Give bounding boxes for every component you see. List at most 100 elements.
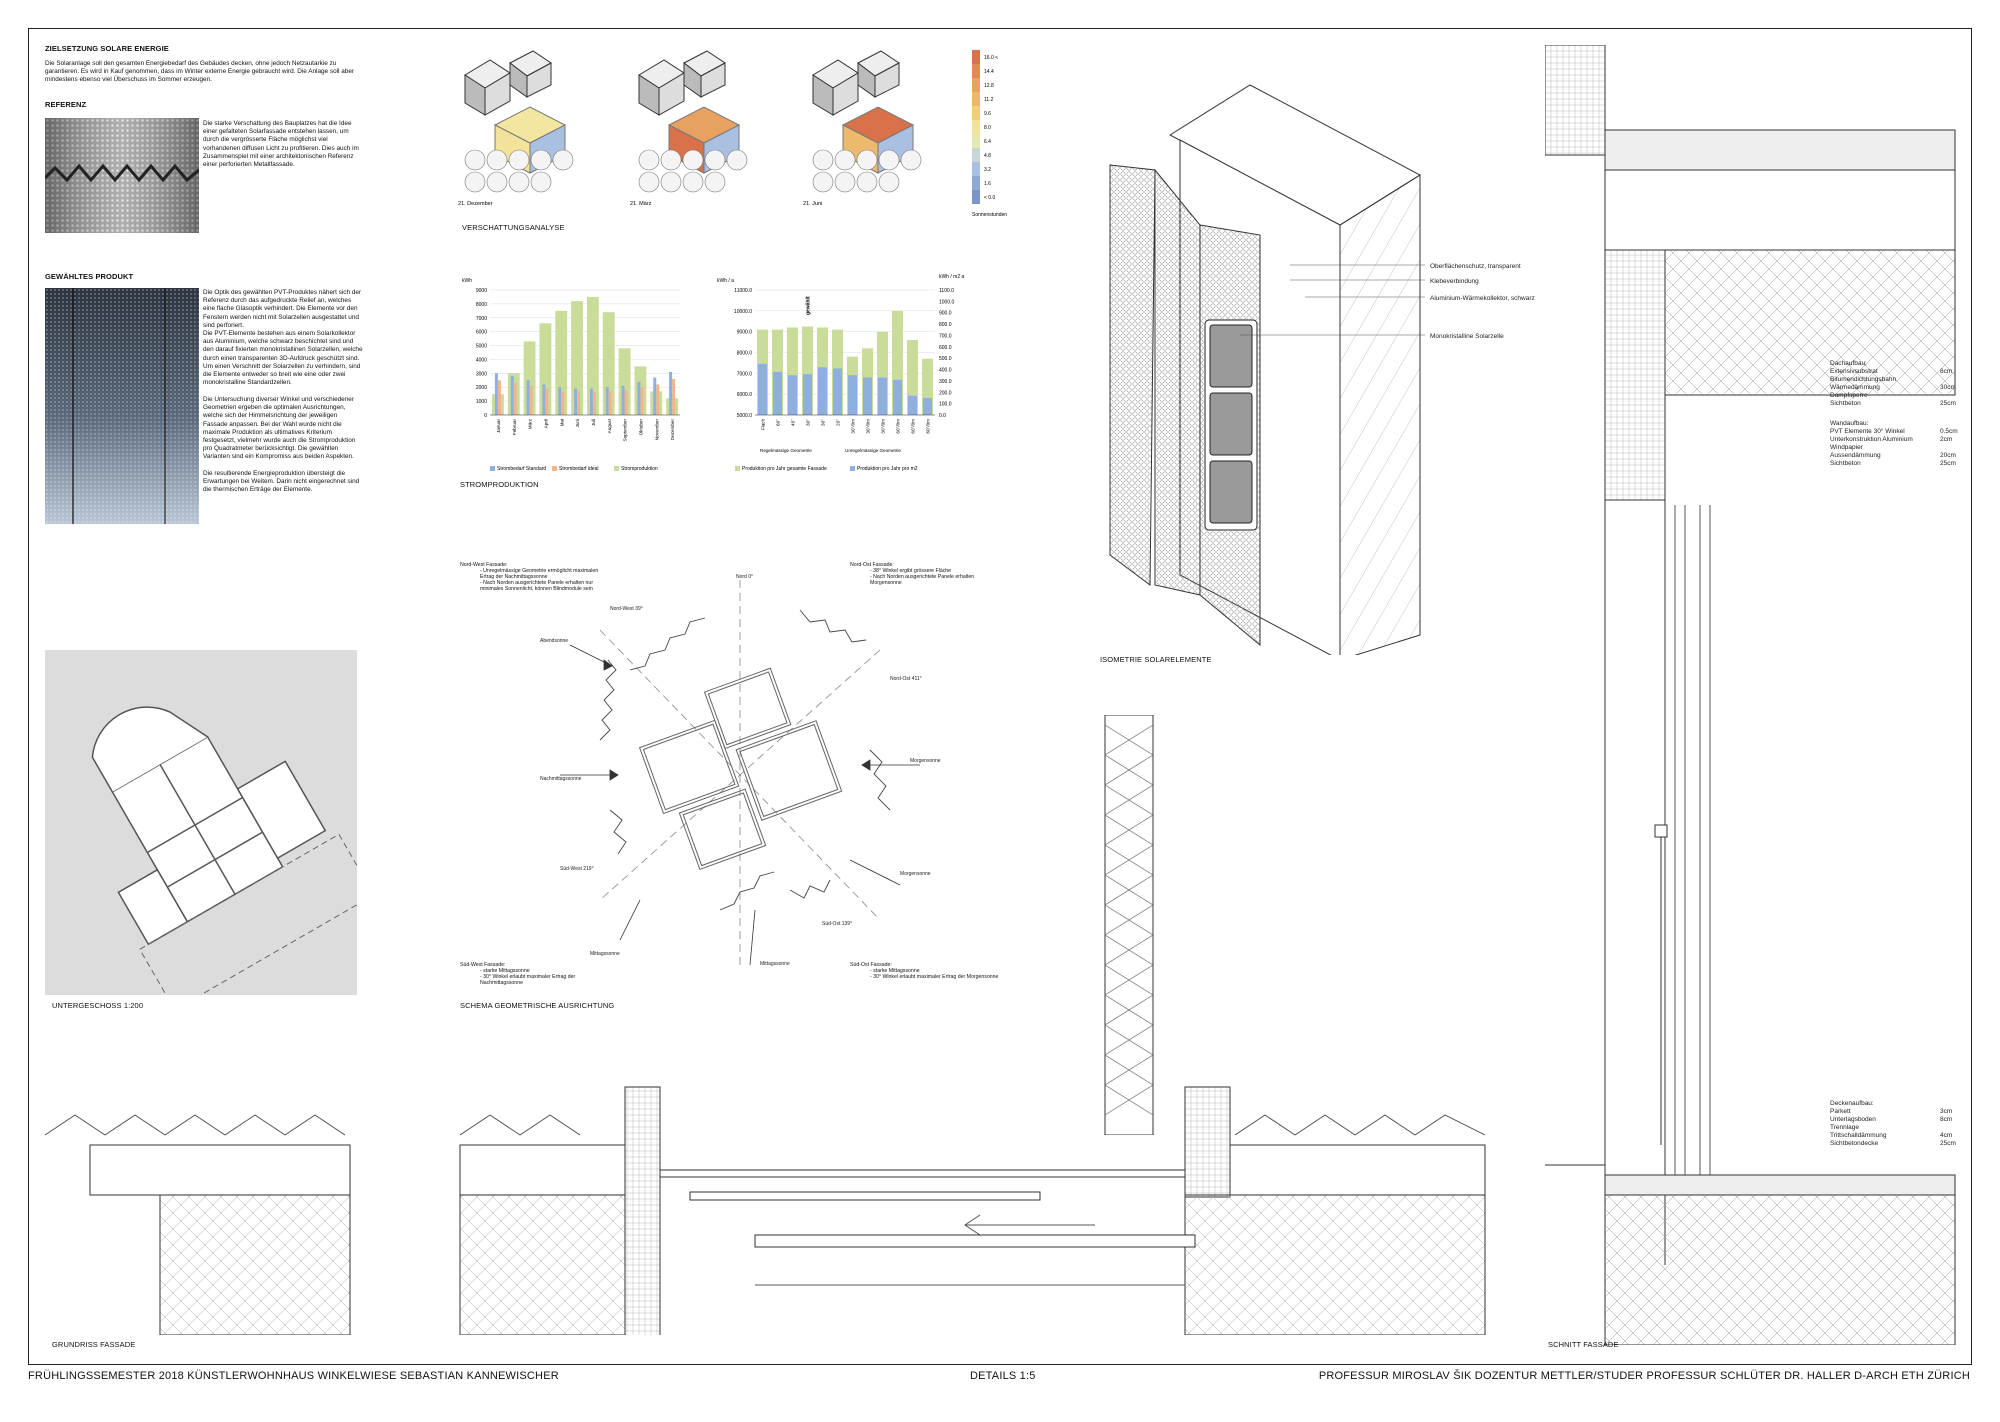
tree (638, 149, 660, 171)
elevation-strip (1104, 715, 1154, 1135)
tree (486, 149, 508, 171)
bar-produktion-m2 (923, 397, 932, 415)
perforated-metal-image (45, 118, 199, 233)
legend-swatch (850, 466, 855, 471)
tree (704, 171, 726, 193)
x-tick-label: 30° (806, 419, 811, 426)
legend-swatch (972, 134, 980, 148)
sun-label-2: Nachmittagssonne (540, 776, 582, 782)
legend-swatch (972, 176, 980, 190)
legend-swatch (972, 50, 980, 64)
bar-strombedarf-ideal (672, 378, 676, 415)
shadow-isometric-march (638, 50, 741, 174)
legend-value: 3.2 (984, 167, 991, 173)
bar-strombedarf-standard (494, 373, 498, 415)
buildup-layer: Trittschalldämmung (1830, 1132, 1887, 1139)
svg-text:21. Juni: 21. Juni (803, 201, 822, 207)
bar-strombedarf-ideal (592, 391, 596, 415)
x-tick-label: 30°/0m (851, 419, 856, 434)
bar-strombedarf-ideal (577, 391, 581, 415)
y-tick-label: 7000 (476, 316, 487, 322)
bar-strombedarf-standard (637, 381, 641, 415)
sun-label-1: Abendsonne (540, 638, 568, 644)
group-label: Regelmässige Geometrie (760, 448, 812, 453)
strom-title: STROMPRODUKTION (460, 480, 539, 489)
y2-tick-label: 700.0 (939, 333, 952, 339)
y-tick-label: 6000.0 (737, 392, 753, 398)
referenz-text: Die starke Verschattung des Bauplatzes h… (203, 120, 359, 169)
referenz-photo (45, 118, 199, 233)
y-tick-label: 8000 (476, 302, 487, 308)
tree (834, 171, 856, 193)
bar-strombedarf-ideal (624, 390, 628, 415)
bar-stromproduktion (555, 310, 568, 415)
x-tick-label: 60°/0m (926, 419, 931, 434)
sun-label-3: Morgensonne (910, 758, 941, 764)
sheet-frame (28, 28, 1972, 1365)
y-tick-label: 9000.0 (737, 330, 753, 336)
bar-strombedarf-standard (605, 387, 609, 415)
legend-value: < 0.0 (984, 195, 995, 201)
legend-swatch (972, 162, 980, 176)
x-tick-label: Februar (512, 419, 517, 436)
bar-strombedarf-standard (574, 388, 578, 415)
bar-produktion-m2 (833, 368, 842, 415)
produkt-photo (45, 288, 199, 524)
bar-produktion-m2 (788, 375, 797, 415)
schema-no-item-2: - Nach Norden ausgerichtete Panele erhal… (870, 574, 975, 586)
footer-right: PROFESSUR MIROSLAV ŠIK DOZENTUR METTLER/… (1318, 1370, 1970, 1382)
y-tick-label: 2000 (476, 385, 487, 391)
produkt-text-1: Die Optik des gewählten PVT-Produktes nä… (203, 289, 362, 329)
compass-nord: Nord 0° (736, 574, 753, 580)
y2-tick-label: 100.0 (939, 402, 952, 408)
sun-label-4: Morgensonne (900, 871, 931, 877)
legend-swatch (972, 148, 980, 162)
tree (638, 171, 660, 193)
y-tick-label: 5000 (476, 344, 487, 350)
bar-stromproduktion (602, 312, 615, 415)
verschattung-diagrams: 21. Dezember 21. März 21. Juni (458, 50, 922, 207)
compass-nordwest: Nord-West 39° (610, 606, 643, 612)
y2-tick-label: 300.0 (939, 379, 952, 385)
grundriss-title: GRUNDRISS FASSADE (52, 1340, 136, 1349)
bar-produktion-m2 (878, 377, 887, 415)
bar-stromproduktion (618, 348, 631, 415)
tree (812, 171, 834, 193)
schema-so-item-2: - 30° Winkel erlaubt maximaler Ertrag de… (870, 974, 999, 980)
bar-strombedarf-standard (526, 380, 530, 415)
y2-tick-label: 1100.0 (939, 288, 954, 294)
verschattung-title: VERSCHATTUNGSANALYSE (462, 223, 565, 232)
schema-title: SCHEMA GEOMETRISCHE AUSRICHTUNG (460, 1001, 615, 1010)
x-tick-label: Flach (761, 419, 766, 431)
tree (464, 171, 486, 193)
x-tick-label: Dezember (670, 419, 675, 441)
y-tick-label: 6000 (476, 330, 487, 336)
footer-left: FRÜHLINGSSEMESTER 2018 KÜNSTLERWOHNHAUS … (28, 1370, 559, 1382)
shadow-isometric-june (812, 50, 915, 174)
x-tick-label: September (623, 419, 628, 442)
schema-so: Süd-Ost Fassade: - starke Mittagssonne -… (850, 962, 1000, 980)
tree (682, 149, 704, 171)
x-tick-label: 60° (776, 419, 781, 426)
bar-strombedarf-standard (510, 376, 514, 415)
produkt-text-2: Die PVT-Elemente bestehen aus einem Sola… (203, 330, 363, 387)
schema-nw: Nord-West Fassade: - Unregelmässige Geom… (460, 562, 610, 592)
floor-plan-drawing (91, 706, 375, 1011)
legend-value: 8.0 (984, 125, 991, 131)
legend-swatch (972, 64, 980, 78)
bar-produktion-gesamt (892, 310, 903, 415)
bar-produktion-gesamt (787, 327, 798, 415)
compass-nordost: Nord-Ost 411° (890, 676, 922, 682)
legend-label: Produktion pro Jahr pro m2 (857, 466, 918, 472)
bar-produktion-gesamt (802, 326, 813, 415)
buildup-layer: Windpapier (1830, 444, 1864, 451)
y2-tick-label: 900.0 (939, 311, 952, 317)
buildup-layer: Aussendämmung (1830, 452, 1881, 459)
iso-label-1: Oberflächenschutz, transparent (1430, 263, 1521, 270)
gewaehlt-marker: gewählt (806, 296, 812, 315)
x-tick-label: April (543, 419, 548, 428)
buildup-layer: Sichtbeton (1830, 460, 1861, 467)
schema-no: Nord-Ost Fassade: - 38° Winkel ergibt gr… (850, 562, 1000, 586)
tree (900, 149, 922, 171)
